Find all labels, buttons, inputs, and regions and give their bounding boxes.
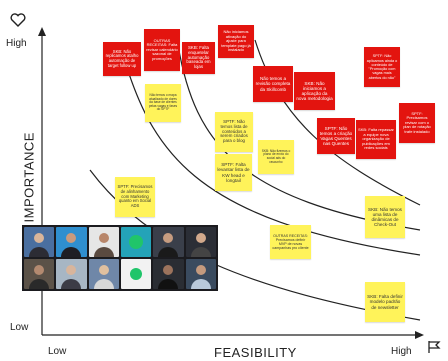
sticky-note[interactable]: SKB: Falta enquetelar automação baseada … bbox=[182, 42, 215, 74]
sticky-note[interactable]: SPTF: Não aplicamos ainda o conteúdo de … bbox=[364, 47, 400, 87]
sticky-note[interactable]: Não temos a revisão completa da Skillcom… bbox=[253, 66, 293, 102]
y-axis-arrow bbox=[38, 27, 46, 36]
y-axis-title: IMPORTANCE bbox=[21, 132, 37, 223]
participant-tile bbox=[56, 227, 87, 257]
y-axis-low-label: Low bbox=[10, 322, 29, 333]
participant-tile bbox=[24, 227, 55, 257]
participant-tile bbox=[185, 259, 216, 289]
participant-tile bbox=[88, 259, 119, 289]
participant-tile bbox=[24, 259, 55, 289]
participant-tile bbox=[153, 227, 184, 257]
participant-tile bbox=[121, 227, 152, 257]
x-axis-title: FEASIBILITY bbox=[214, 345, 297, 360]
sticky-note[interactable]: SKB: Não temos uma lista de dinâmicas de… bbox=[365, 196, 405, 238]
participant-tile bbox=[88, 227, 119, 257]
participant-tile bbox=[121, 259, 152, 289]
x-axis-arrow bbox=[415, 331, 424, 339]
sticky-note[interactable]: Não iniciamos ativação do ajuste para te… bbox=[218, 25, 254, 58]
x-axis-high-label: High bbox=[391, 346, 412, 357]
sticky-note[interactable]: SPTF: Precisamos revisar com o plan de r… bbox=[399, 103, 435, 143]
sticky-note[interactable]: SKB: Falta repassar a equipe nova organi… bbox=[356, 120, 396, 159]
participant-tile bbox=[153, 259, 184, 289]
sticky-note[interactable]: SKB: Não fizemos o plano de envio do soc… bbox=[258, 140, 294, 174]
sticky-note[interactable]: OUTRAS RECEITAS: Falta revisar calendári… bbox=[144, 29, 180, 71]
participant-tile bbox=[185, 227, 216, 257]
x-axis-low-label: Low bbox=[48, 346, 67, 357]
y-axis-high-label: High bbox=[6, 38, 27, 49]
heart-icon bbox=[10, 13, 26, 27]
sticky-note[interactable]: SKB: Não replicamos atalho automação de … bbox=[103, 42, 141, 76]
sticky-note[interactable]: SPTF: Precisamos de alinhamento com Mark… bbox=[115, 177, 155, 217]
sticky-note[interactable]: SKB: Não iniciamos a aplicação da nova m… bbox=[294, 72, 335, 110]
priority-curve-1 bbox=[119, 44, 421, 256]
sticky-note[interactable]: SPTF: Falta levantar lista de KW head e … bbox=[215, 154, 252, 191]
participant-tile bbox=[56, 259, 87, 289]
sticky-note[interactable]: SPTF: Não temos a criação Vagas Quentes … bbox=[317, 118, 355, 154]
video-call-grid bbox=[22, 225, 218, 291]
sticky-note[interactable]: SPTF: Não temos lista de conteúdos a ser… bbox=[215, 112, 253, 152]
sticky-note[interactable]: OUTRAS RECEITAS: Precisamos definir MVP … bbox=[270, 225, 311, 259]
sticky-note[interactable]: SKB: Falta definir modelo padrão de news… bbox=[365, 282, 405, 322]
flag-icon bbox=[428, 341, 441, 353]
sticky-note[interactable]: Não temos o mapa atualizado de dores da … bbox=[145, 84, 181, 122]
